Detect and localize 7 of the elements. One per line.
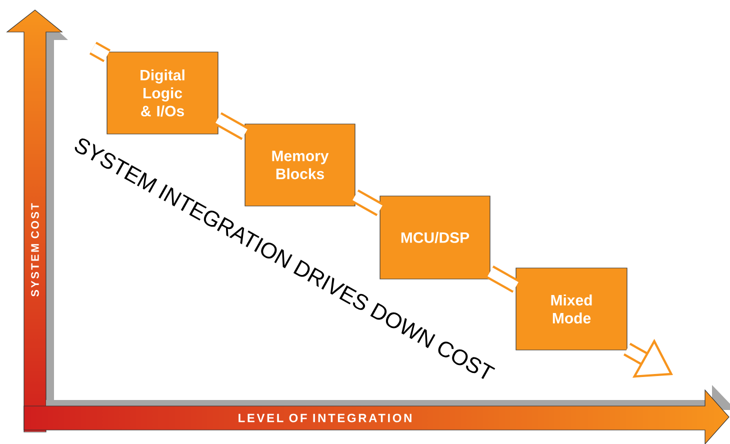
process-box: Memory Blocks [244,124,356,206]
process-box: Digital Logic & I/Os [106,52,218,134]
axis-label: SYSTEM COST [31,203,39,297]
axis-label: LEVEL OF INTEGRATION [238,414,412,422]
hollow-arrow [89,42,111,62]
process-box: Mixed Mode [516,268,628,350]
process-box: MCU/DSP [380,196,490,280]
